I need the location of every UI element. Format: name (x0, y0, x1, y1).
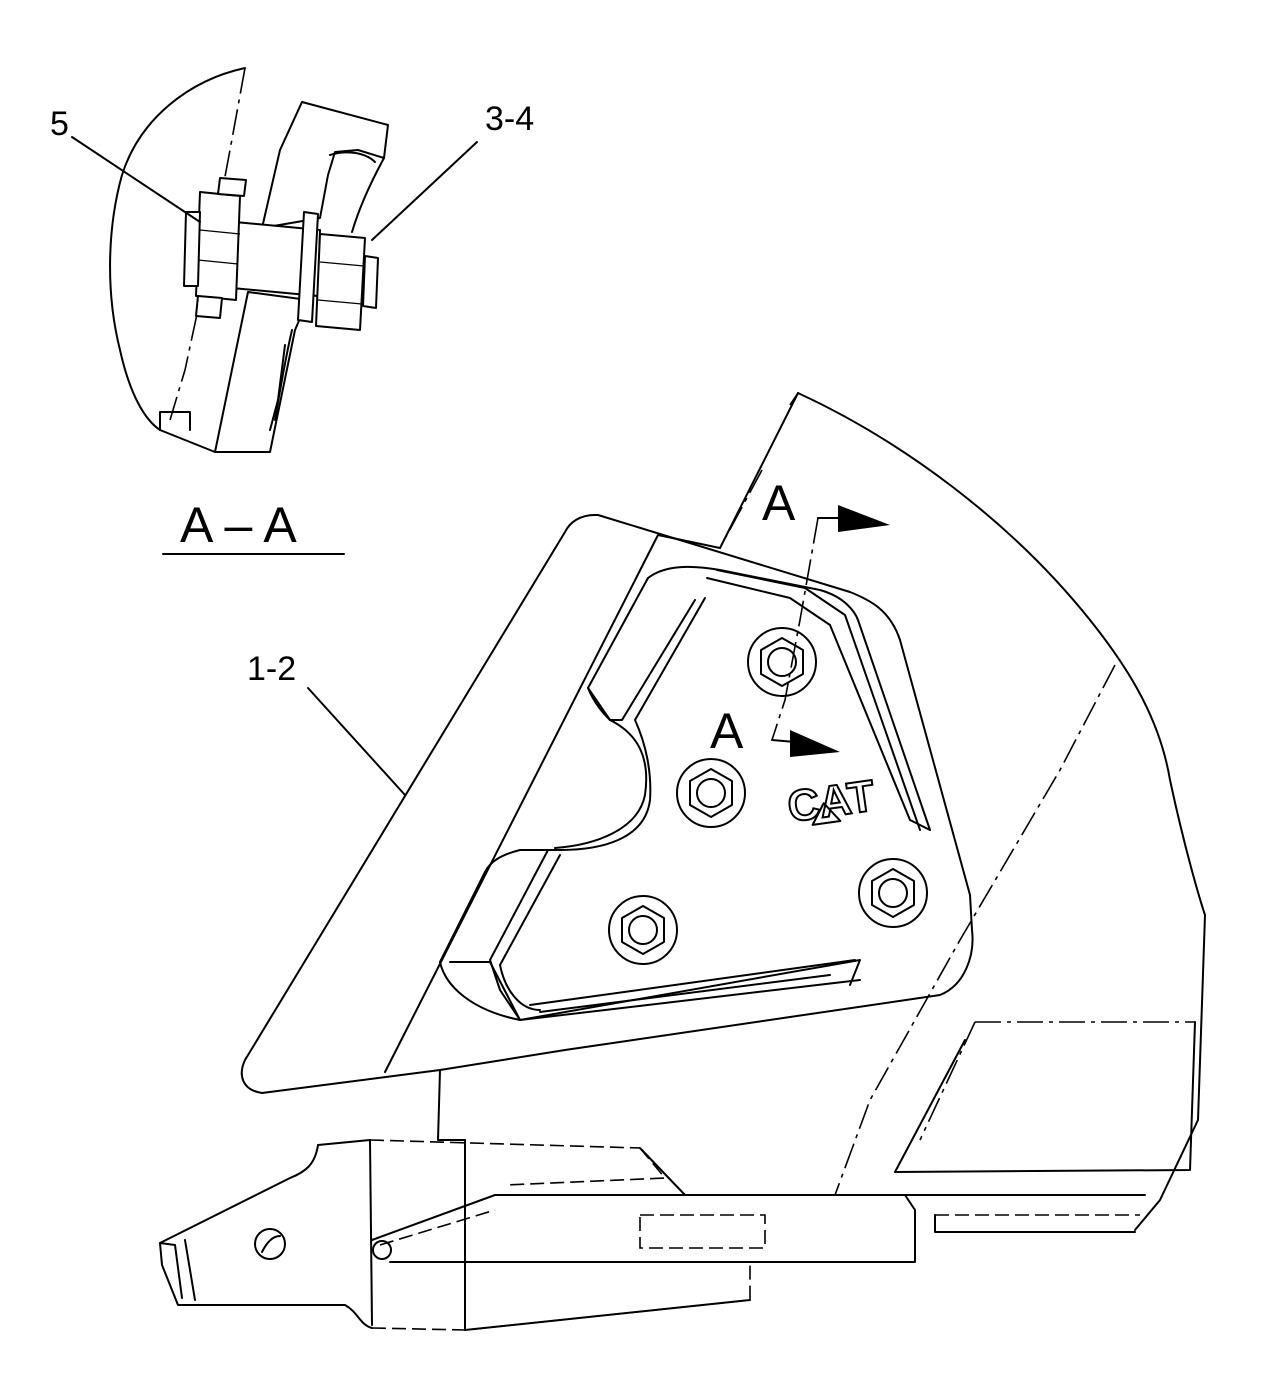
logo-triangle-icon (811, 802, 842, 826)
retainer-pin-icon (254, 1228, 286, 1260)
leader-item-1-2 (307, 687, 406, 796)
cat-logo: CAT (784, 770, 879, 833)
section-marker-top: A (762, 475, 796, 531)
hex-bolt-head (747, 627, 817, 697)
section-arrow-top-icon (838, 505, 890, 532)
tooth-adapter-assembly (159, 1069, 916, 1331)
section-marker-bottom: A (710, 703, 744, 759)
hex-bolt-head (608, 895, 678, 965)
hex-bolt-head (858, 858, 928, 928)
leader-item-5 (71, 136, 201, 223)
callout-item-1-2: 1-2 (247, 650, 296, 688)
callout-item-5: 5 (50, 105, 69, 143)
callout-item-3-4: 3-4 (485, 100, 534, 138)
section-arrow-bottom-icon (790, 730, 840, 757)
sidebar-protector-plate (240, 514, 974, 1094)
bucket-body (719, 392, 1206, 1233)
section-title: A – A (180, 497, 297, 553)
hex-bolt-head (676, 758, 746, 828)
section-detail-a-a (109, 67, 389, 453)
section-cut-line: A A (710, 475, 890, 759)
hex-bolt-heads (608, 627, 928, 965)
leader-item-3-4 (371, 141, 478, 241)
